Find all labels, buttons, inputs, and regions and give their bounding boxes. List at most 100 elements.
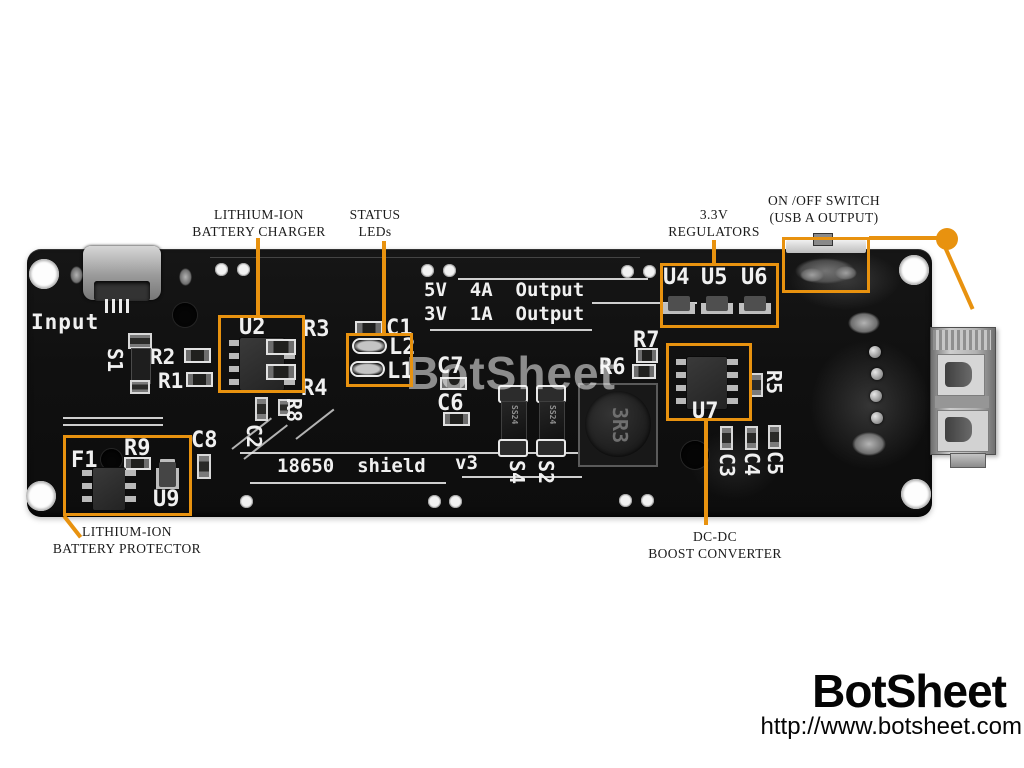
annotation-box-charger — [218, 315, 305, 393]
trace — [63, 424, 163, 426]
resistor-r6 — [632, 364, 656, 379]
resistor-r2 — [184, 348, 211, 363]
annotation-box-protector — [63, 435, 192, 516]
solder-joint — [871, 412, 883, 424]
ref-s1: S1 — [103, 348, 127, 373]
callout-battery-charger: LITHIUM-ION BATTERY CHARGER — [174, 207, 344, 241]
callout-line: REGULATORS — [668, 223, 760, 239]
pad-hole — [449, 495, 462, 508]
ref-s2: S2 — [534, 460, 558, 485]
brand-url: http://www.botsheet.com — [760, 713, 1022, 740]
regulator-u6 — [744, 296, 766, 311]
diode-marking: SS24 — [548, 405, 557, 425]
silkscreen-3v-output: 3V 1A Output — [424, 303, 585, 325]
leader-line-switch-usb — [869, 236, 939, 240]
resistor-r7 — [636, 348, 658, 363]
pad-hole — [421, 264, 434, 277]
callout-line: LEDs — [358, 223, 392, 239]
switch-solder — [800, 268, 824, 282]
mounting-hole — [29, 259, 59, 289]
usb-a-top-texture — [933, 330, 991, 350]
solder-blob — [848, 312, 880, 334]
ref-u6: U6 — [741, 265, 768, 290]
callout-line: BATTERY CHARGER — [192, 223, 326, 239]
callout-line: BOOST CONVERTER — [648, 545, 782, 561]
callout-line: DC-DC — [692, 529, 737, 544]
solder-joint — [870, 390, 882, 402]
switch-solder — [835, 266, 857, 280]
micro-usb-pins — [105, 299, 133, 313]
usb-a-divider — [935, 396, 989, 408]
trace — [462, 476, 582, 478]
capacitor-c6 — [443, 412, 470, 426]
resistor-r8-part — [278, 399, 290, 416]
capacitor-c4 — [745, 426, 758, 450]
callout-battery-protector: LITHIUM-ION BATTERY PROTECTOR — [37, 524, 217, 558]
silkscreen-board-version: v3 — [455, 452, 478, 474]
resistor-r1 — [186, 372, 213, 387]
pad-hole — [240, 495, 253, 508]
diode-pad — [536, 439, 566, 457]
trace — [430, 329, 592, 331]
callout-on-off-switch: ON /OFF SWITCH (USB A OUTPUT) — [744, 193, 904, 227]
trace — [458, 278, 648, 280]
chip-pins — [676, 359, 687, 407]
callout-line: ON /OFF SWITCH — [767, 193, 881, 208]
solder-joint — [869, 346, 881, 358]
ref-c4: C4 — [740, 452, 764, 477]
ref-c8: C8 — [191, 428, 218, 453]
ref-r6: R6 — [599, 355, 626, 380]
pcb-board — [27, 249, 932, 517]
solder-blob — [852, 432, 886, 456]
callout-line: LITHIUM-ION — [82, 524, 172, 539]
ref-c3: C3 — [715, 453, 739, 478]
annotation-box-status-leds — [346, 333, 413, 387]
annotation-box-boost — [666, 343, 752, 421]
chip-body — [93, 468, 125, 510]
capacitor-c5 — [768, 425, 781, 449]
pad-hole — [643, 265, 656, 278]
ref-c5: C5 — [763, 451, 787, 476]
ref-u4: U4 — [663, 265, 690, 290]
usb-a-tab — [950, 453, 986, 468]
led-l2 — [352, 338, 387, 354]
callout-line: BATTERY PROTECTOR — [52, 540, 202, 556]
ref-s4: S4 — [505, 460, 529, 485]
callout-line: STATUS — [349, 207, 401, 222]
leader-line-regulators — [712, 240, 716, 264]
mounting-hole — [26, 481, 56, 511]
component-s1-pad — [130, 380, 150, 394]
usb-a-contact — [945, 362, 972, 387]
regulator-u5 — [706, 296, 728, 311]
chip-u9 — [82, 468, 136, 510]
solder-blob — [179, 268, 192, 286]
chip-pins — [229, 340, 240, 388]
silkscreen-input: Input — [31, 310, 100, 334]
ref-r5: R5 — [762, 370, 786, 395]
trace — [63, 417, 163, 419]
led-l1 — [350, 361, 385, 377]
ref-u2: U2 — [239, 315, 266, 340]
ref-u9: U9 — [153, 487, 180, 512]
via-hole — [173, 303, 197, 327]
leader-dot-usb — [936, 228, 958, 250]
usb-a-connector — [930, 327, 996, 455]
chip-pins — [82, 470, 93, 508]
watermark: BotSheet — [406, 347, 616, 399]
leader-line-charger — [256, 238, 260, 316]
callout-line: (USB A OUTPUT) — [769, 209, 879, 225]
leader-line-usb — [943, 246, 975, 310]
pad-hole — [443, 264, 456, 277]
resistor-r4 — [266, 364, 296, 380]
ref-r3: R3 — [303, 317, 330, 342]
mounting-hole — [899, 255, 929, 285]
chip-pins — [125, 470, 136, 508]
inductor-body — [585, 391, 651, 457]
callout-boost-converter: DC-DC BOOST CONVERTER — [625, 529, 805, 563]
ref-u5: U5 — [701, 265, 728, 290]
ref-r4: R4 — [301, 376, 328, 401]
ref-u7: U7 — [692, 399, 719, 424]
brand-logo-text: BotSheet — [812, 665, 1007, 717]
callout-line: LITHIUM-ION — [214, 207, 304, 222]
